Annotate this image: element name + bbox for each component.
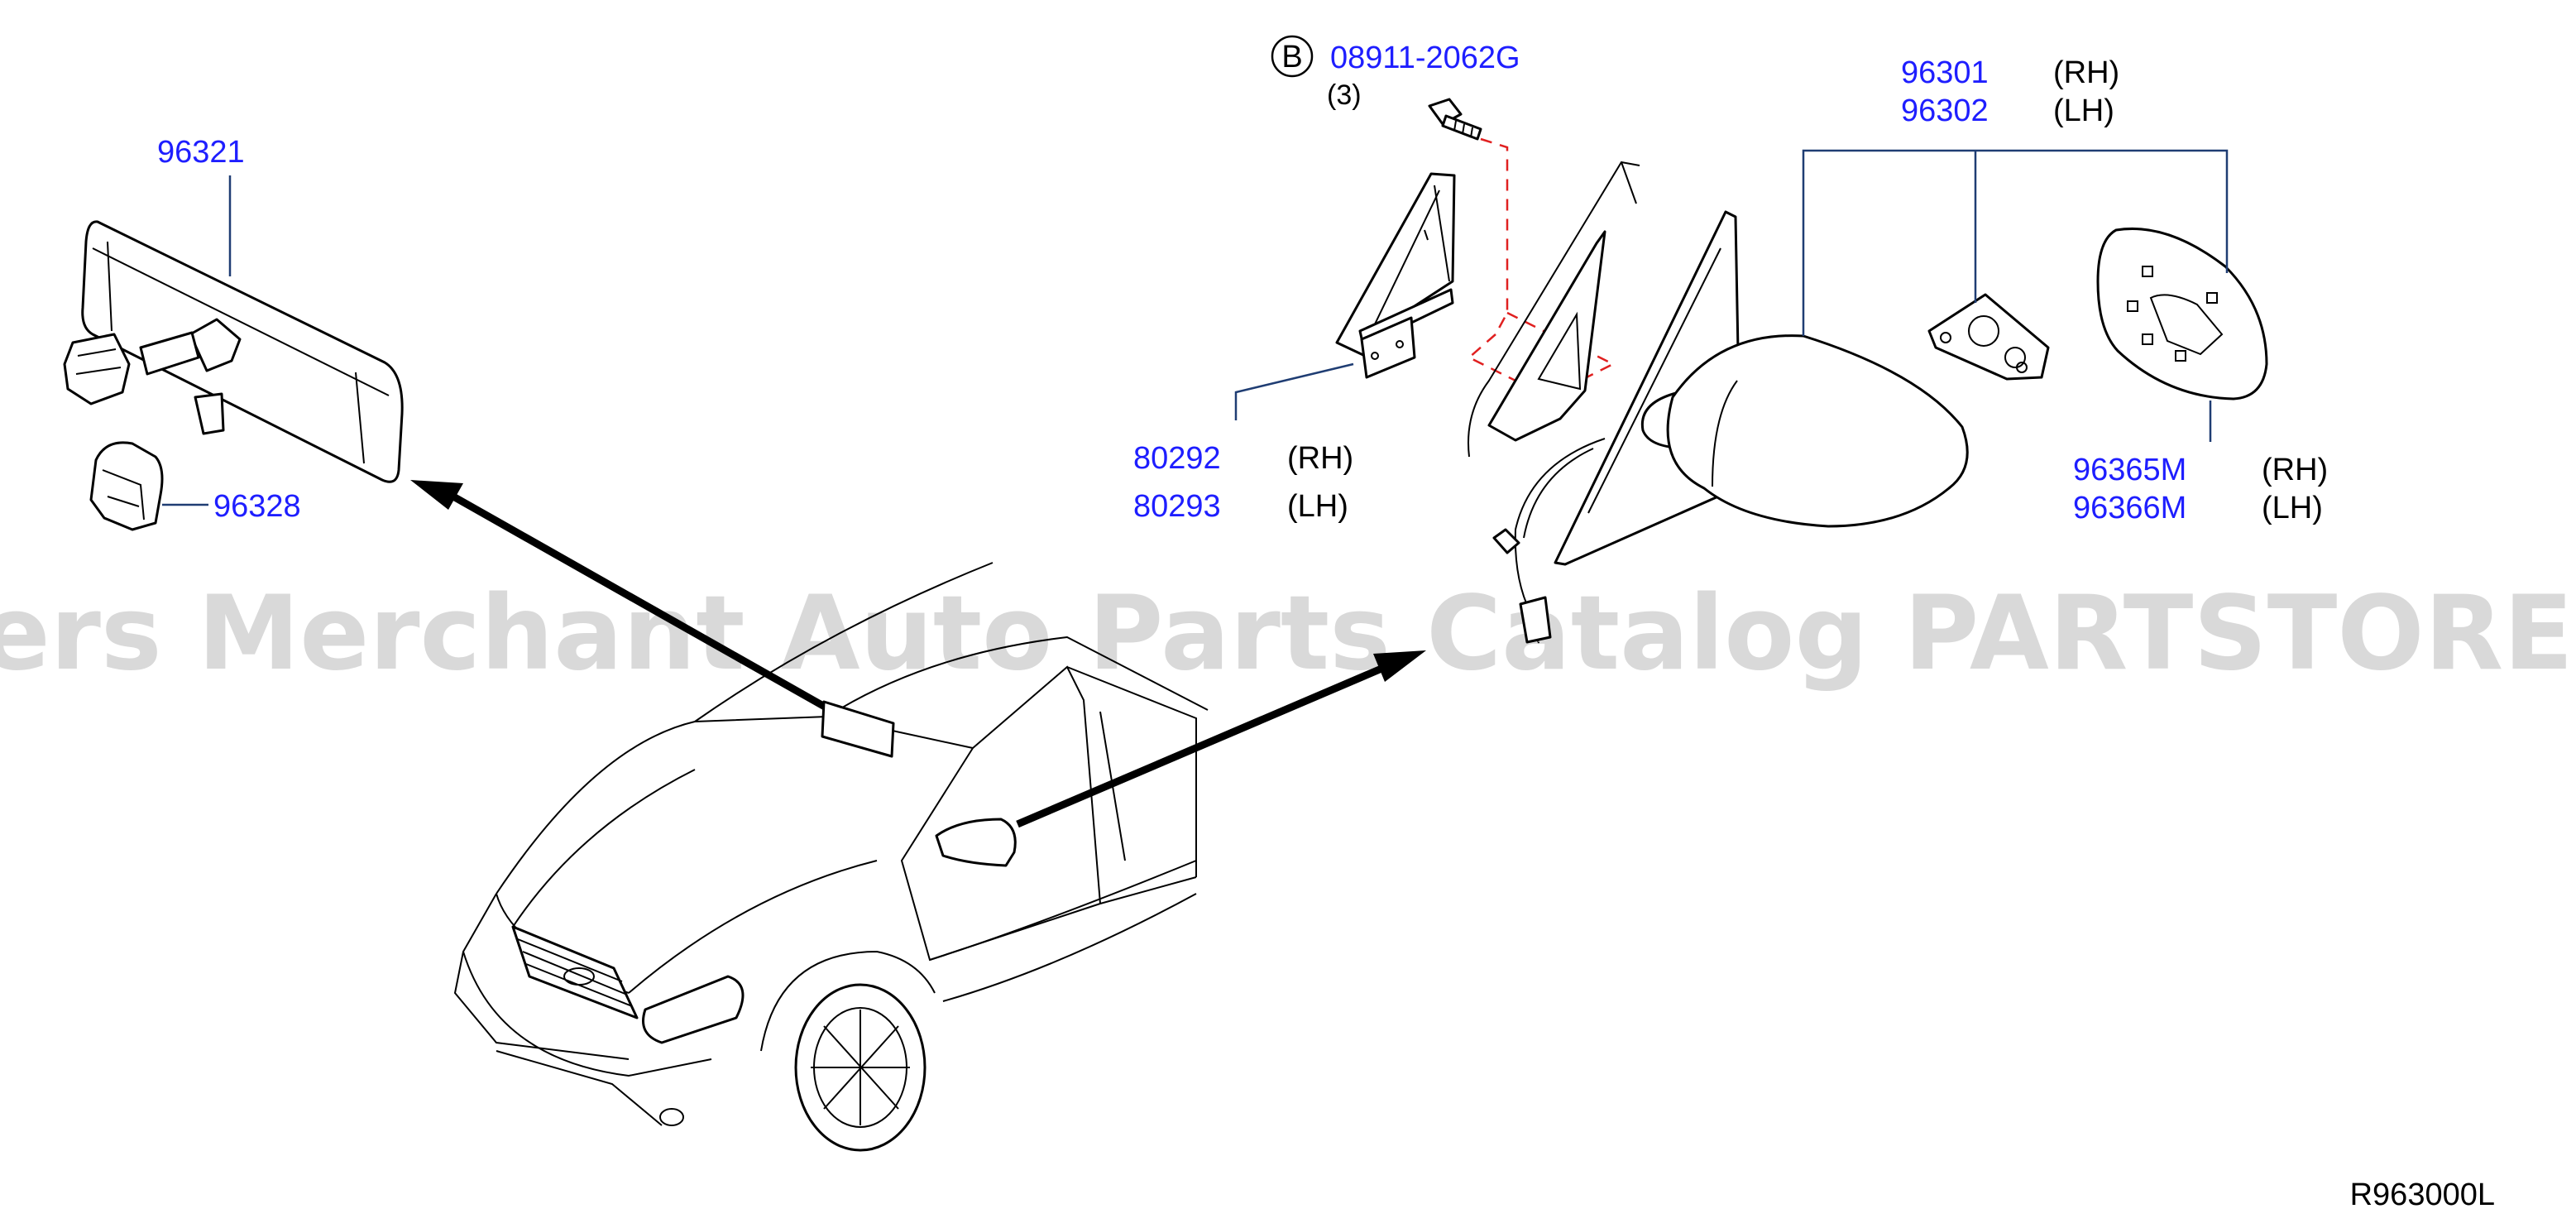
side-96365M: (RH)	[2262, 453, 2328, 487]
part-number-96366M: 96366M	[2073, 491, 2186, 525]
part-number-80292: 80292	[1133, 441, 1221, 476]
leader-80292	[1234, 362, 1354, 420]
mirror-actuator-illustration	[1927, 293, 2050, 381]
mirror-cover-illustration	[89, 441, 164, 531]
bolt-circle-letter: B	[1281, 40, 1302, 74]
side-96366M: (LH)	[2262, 491, 2323, 525]
part-number-08911-2062G: 08911-2062G	[1330, 41, 1520, 75]
part-number-96301: 96301	[1901, 55, 1989, 90]
part-number-80293: 80293	[1133, 489, 1221, 524]
mirror-glass-illustration	[2096, 227, 2268, 401]
part-number-96321: 96321	[157, 135, 245, 170]
side-96301: (RH)	[2053, 55, 2119, 90]
bolt-circle-marker	[1271, 35, 1314, 78]
side-96302: (LH)	[2053, 94, 2114, 128]
bolt-illustration	[1428, 98, 1482, 141]
arrow-to-door-mirror	[1016, 650, 1426, 828]
leader-96301-bracket	[1802, 149, 2229, 336]
side-80292: (RH)	[1287, 441, 1353, 476]
part-number-96302: 96302	[1901, 94, 1989, 128]
corner-finisher-illustration	[1335, 172, 1456, 379]
car-illustration	[453, 562, 1209, 1152]
diagram-reference: R963000L	[2350, 1178, 2495, 1212]
bolt-quantity: (3)	[1327, 79, 1362, 111]
part-number-96365M: 96365M	[2073, 453, 2186, 487]
part-number-96328: 96328	[213, 489, 301, 524]
watermark: Offers Merchant Auto Parts Catalog PARTS…	[0, 574, 2576, 693]
inside-mirror-illustration	[63, 220, 404, 483]
door-mirror-illustration	[1468, 161, 1969, 644]
side-80293: (LH)	[1287, 489, 1348, 524]
